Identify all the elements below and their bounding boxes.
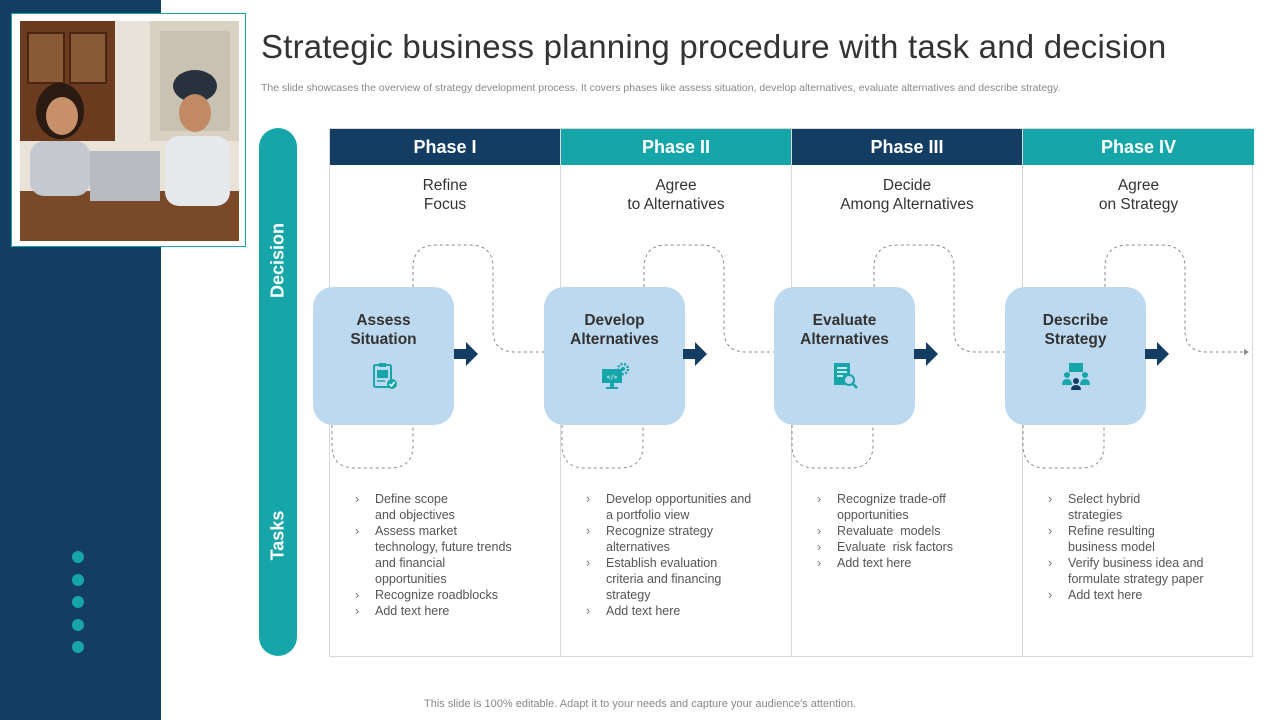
list-item: Assess market technology, future trends … (355, 523, 515, 587)
dot (72, 618, 84, 631)
list-item: Recognize trade-off opportunities (817, 491, 947, 523)
dot (72, 573, 84, 586)
list-item: Recognize strategy alternatives (586, 523, 746, 555)
list-item: Add text here (355, 603, 555, 619)
phase-header: Phase III (792, 129, 1022, 165)
dot (72, 596, 84, 608)
list-item: Select hybrid strategies (1048, 491, 1188, 523)
list-item: Add text here (817, 555, 1017, 571)
slide-subtitle: The slide showcases the overview of stra… (261, 82, 1061, 94)
task-list: Recognize trade-off opportunities Revalu… (817, 491, 1017, 571)
list-item: Establish evaluation criteria and financ… (586, 555, 746, 603)
clipboard-check-icon (372, 363, 397, 389)
arrow-right-icon (683, 342, 707, 366)
list-item: Refine resulting business model (1048, 523, 1188, 555)
list-item: Define scope and objectives (355, 491, 470, 523)
list-item: Revaluate models (817, 523, 1017, 539)
phase-header: Phase II (561, 129, 791, 165)
task-list: Select hybrid strategies Refine resultin… (1048, 491, 1248, 603)
pagination-dots (72, 551, 84, 664)
list-item: Recognize roadblocks (355, 587, 555, 603)
task-list: Define scope and objectives Assess marke… (355, 491, 555, 619)
tasks-label: Tasks (267, 510, 288, 561)
list-item: Add text here (586, 603, 786, 619)
arrow-right-icon (454, 342, 478, 366)
business-people-photo (20, 21, 239, 241)
list-item: Verify business idea and formulate strat… (1048, 555, 1208, 587)
list-item: Evaluate risk factors (817, 539, 1017, 555)
document-search-icon (833, 363, 858, 389)
decision-label: Decision (267, 222, 288, 299)
team-meeting-icon (1061, 363, 1090, 390)
list-item: Develop opportunities and a portfolio vi… (586, 491, 756, 523)
dot (72, 641, 84, 653)
side-label-bar (259, 128, 297, 656)
dot (72, 551, 84, 563)
photo-frame (11, 13, 246, 247)
list-item: Add text here (1048, 587, 1248, 603)
arrow-right-icon (914, 342, 938, 366)
task-list: Develop opportunities and a portfolio vi… (586, 491, 786, 619)
phase-header: Phase I (330, 129, 560, 165)
footer-note: This slide is 100% editable. Adapt it to… (424, 698, 856, 710)
svg-text:</>: </> (606, 374, 617, 381)
monitor-gear-icon: </> (601, 362, 629, 389)
phase-header: Phase IV (1023, 129, 1254, 165)
arrow-right-icon (1145, 342, 1169, 366)
slide-title: Strategic business planning procedure wi… (261, 28, 1167, 65)
